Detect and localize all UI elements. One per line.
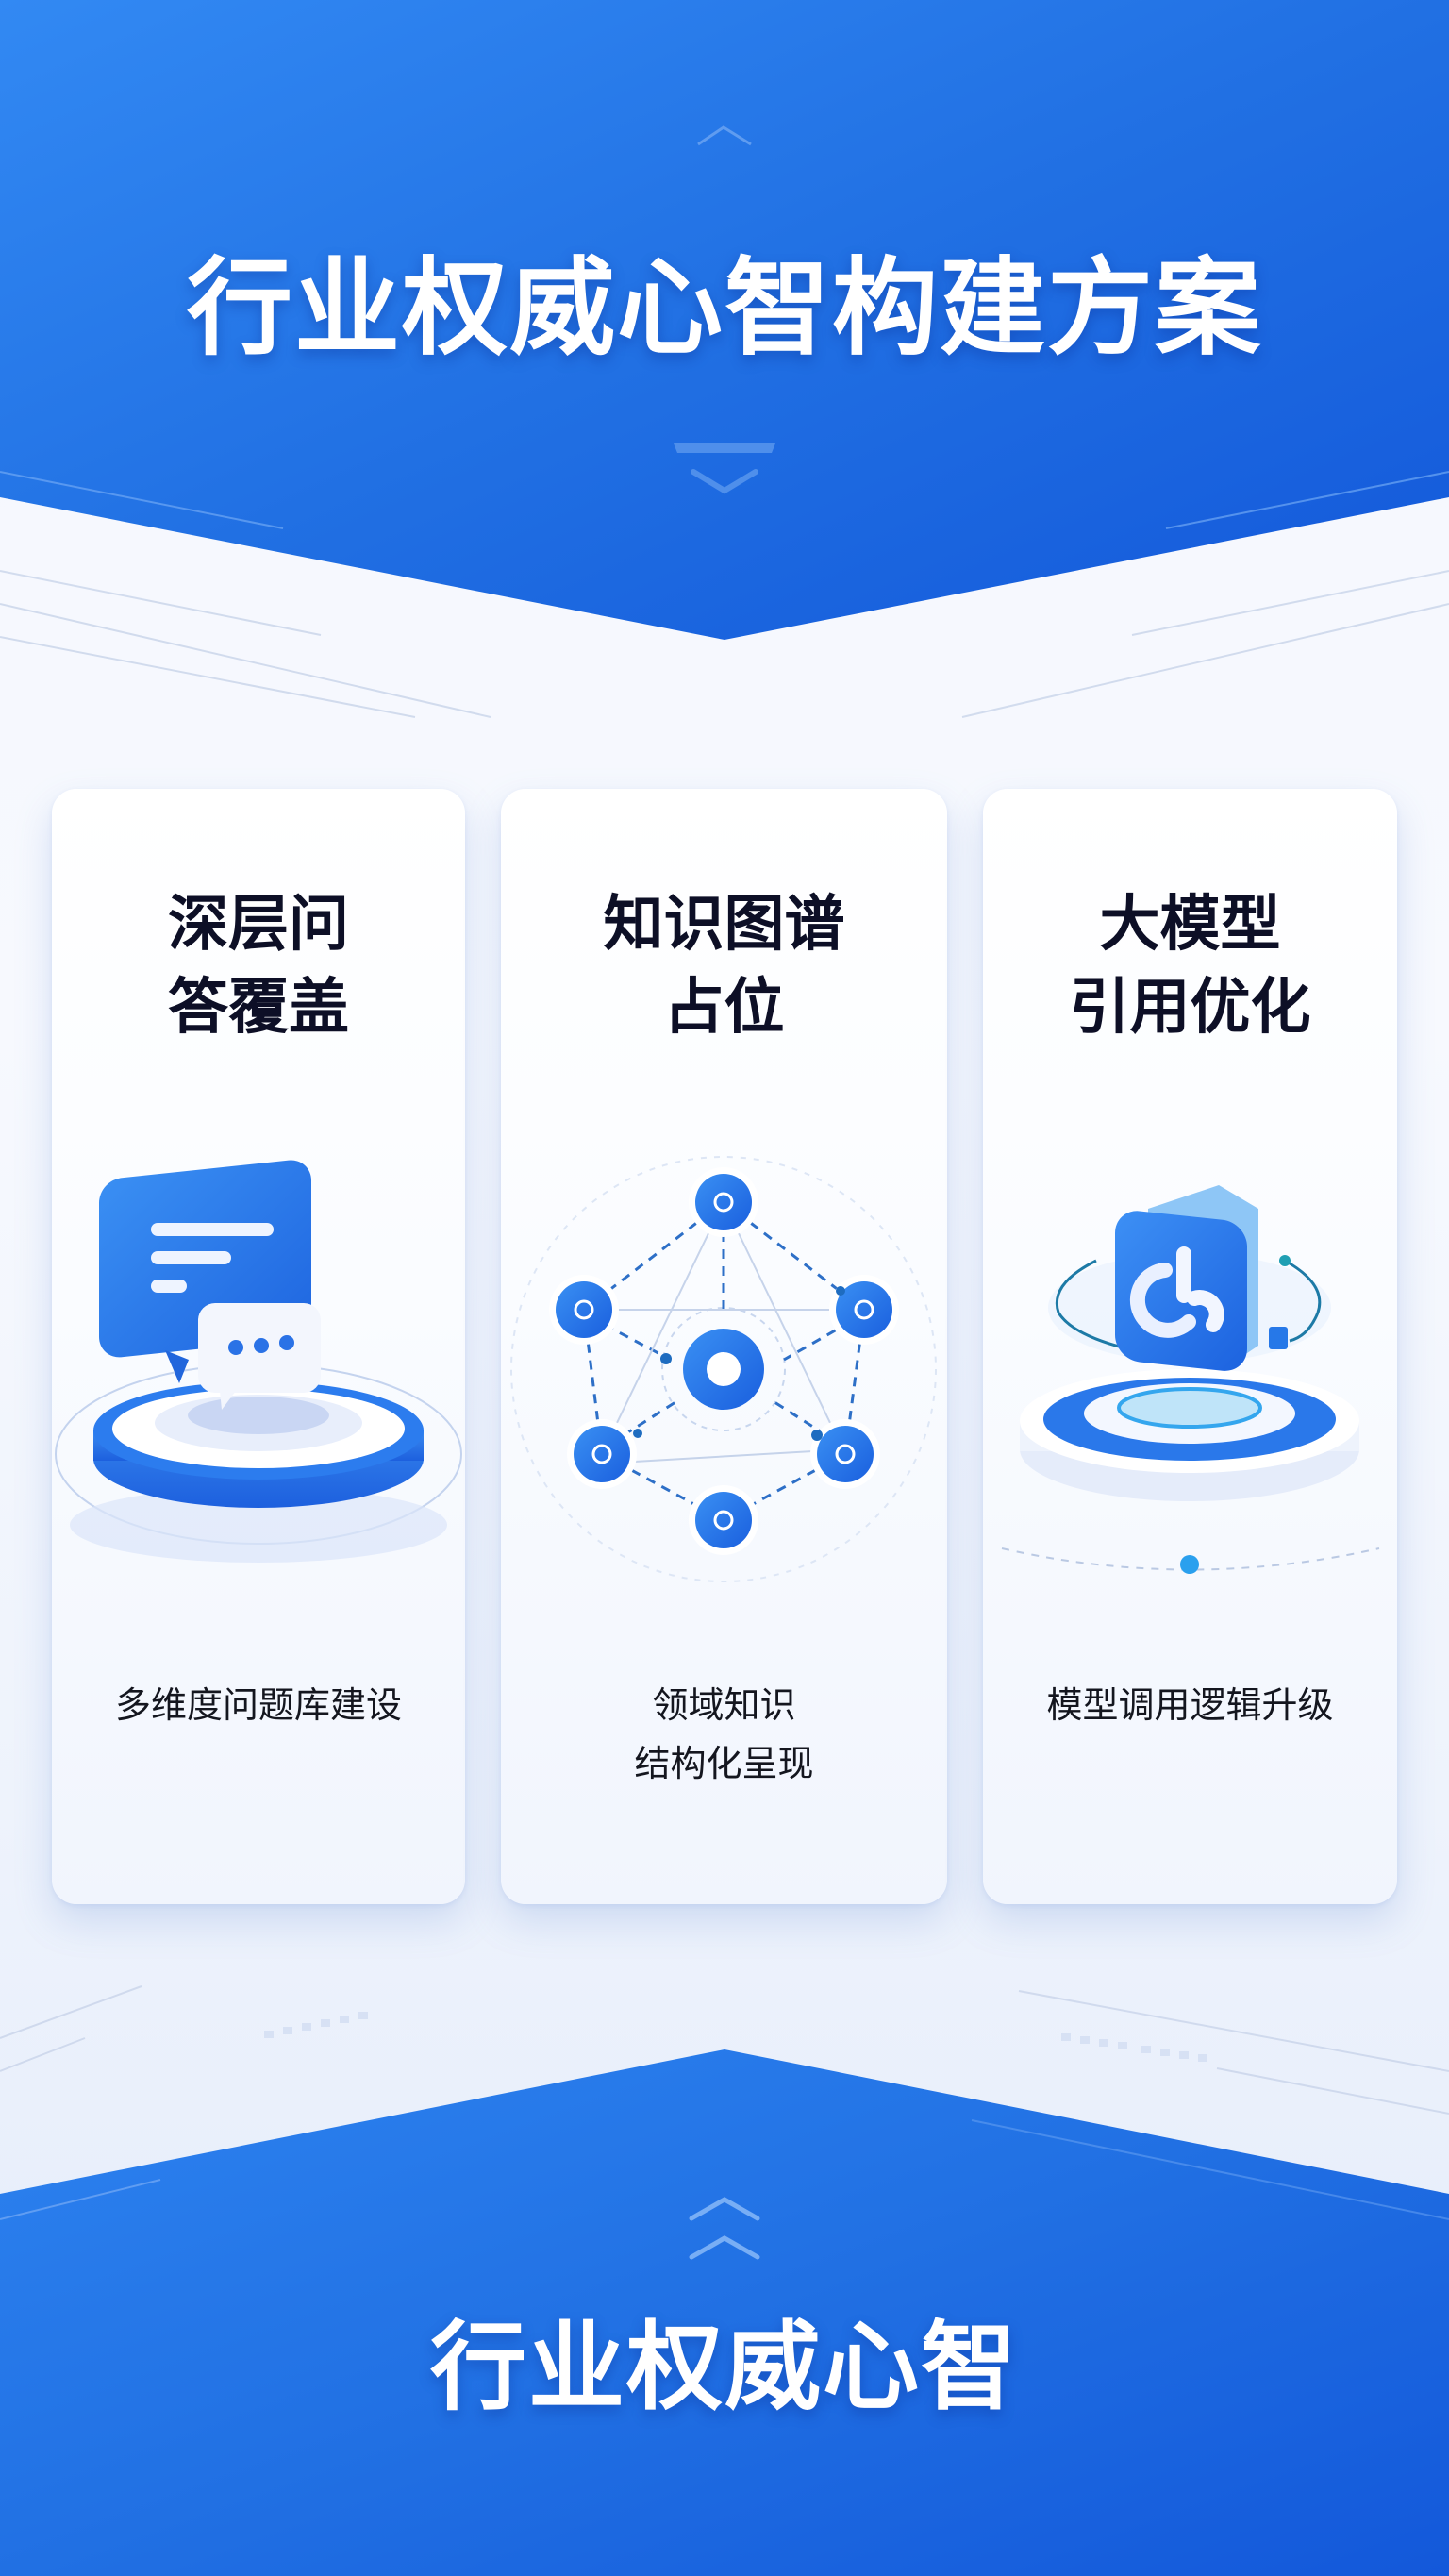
feature-card-llm-citation[interactable]: 大模型 引用优化 bbox=[983, 789, 1397, 1904]
feature-card-qa-coverage[interactable]: 深层问 答覆盖 bbox=[52, 789, 465, 1904]
card-description: 多维度问题库建设 bbox=[114, 1684, 402, 1726]
model-cube-on-podium-icon bbox=[983, 1147, 1397, 1619]
card-description: 领域知识 结构化呈现 bbox=[634, 1684, 814, 1784]
footer-title: 行业权威心智 bbox=[430, 2312, 1019, 2424]
feature-card-knowledge-graph[interactable]: 知识图谱 占位 bbox=[501, 789, 947, 1904]
card-description: 模型调用逻辑升级 bbox=[1046, 1684, 1334, 1726]
card-title: 知识图谱 占位 bbox=[603, 890, 845, 1043]
card-title: 大模型 引用优化 bbox=[1069, 890, 1311, 1043]
card-title: 深层问 答覆盖 bbox=[168, 890, 349, 1043]
chevron-up-icon bbox=[697, 125, 752, 146]
chevron-down-icon bbox=[674, 443, 775, 494]
knowledge-graph-network-icon bbox=[501, 1147, 947, 1619]
chat-bubbles-on-podium-icon bbox=[52, 1147, 465, 1619]
page-title: 行业权威心智构建方案 bbox=[187, 247, 1262, 370]
header-band bbox=[0, 0, 1449, 640]
